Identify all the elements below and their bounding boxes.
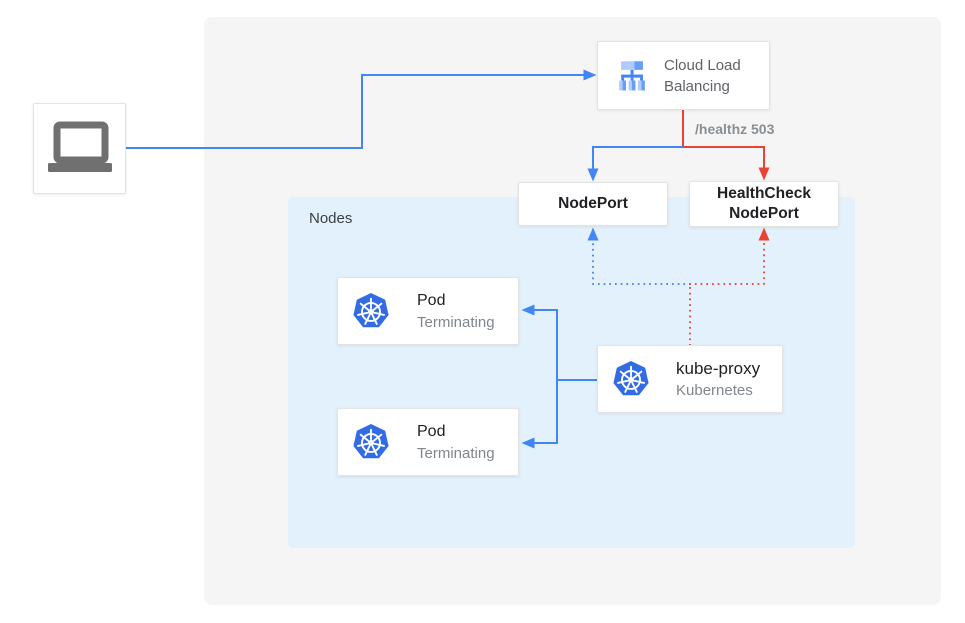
- load-balancer-icon: [613, 57, 651, 95]
- nodes-group-label: Nodes: [309, 210, 353, 227]
- kube-proxy-node: kube-proxy Kubernetes: [597, 345, 783, 413]
- pod-status: Terminating: [417, 444, 495, 462]
- kube-proxy-title: kube-proxy: [676, 358, 761, 378]
- kubernetes-icon: [352, 292, 390, 330]
- nodeport-label: NodePort: [558, 195, 628, 212]
- kubernetes-icon: [612, 360, 650, 398]
- kube-proxy-subtitle: Kubernetes: [676, 381, 753, 399]
- pod-node-1: Pod Terminating: [337, 277, 519, 345]
- healthz-status-label: /healthz 503: [695, 121, 775, 137]
- laptop-icon: [44, 119, 116, 179]
- healthcheck-nodeport-label: HealthCheck NodePort: [717, 185, 811, 222]
- cloud-load-balancing-node: Cloud Load Balancing: [597, 41, 770, 110]
- client-node: [33, 103, 126, 194]
- nodeport-node: NodePort: [518, 182, 668, 226]
- pod-status: Terminating: [417, 313, 495, 331]
- pod-title: Pod: [417, 291, 446, 309]
- pod-title: Pod: [417, 422, 446, 440]
- kubernetes-icon: [352, 423, 390, 461]
- pod-node-2: Pod Terminating: [337, 408, 519, 476]
- healthcheck-nodeport-node: HealthCheck NodePort: [689, 181, 839, 227]
- cloud-load-balancing-label: Cloud Load Balancing: [664, 56, 741, 95]
